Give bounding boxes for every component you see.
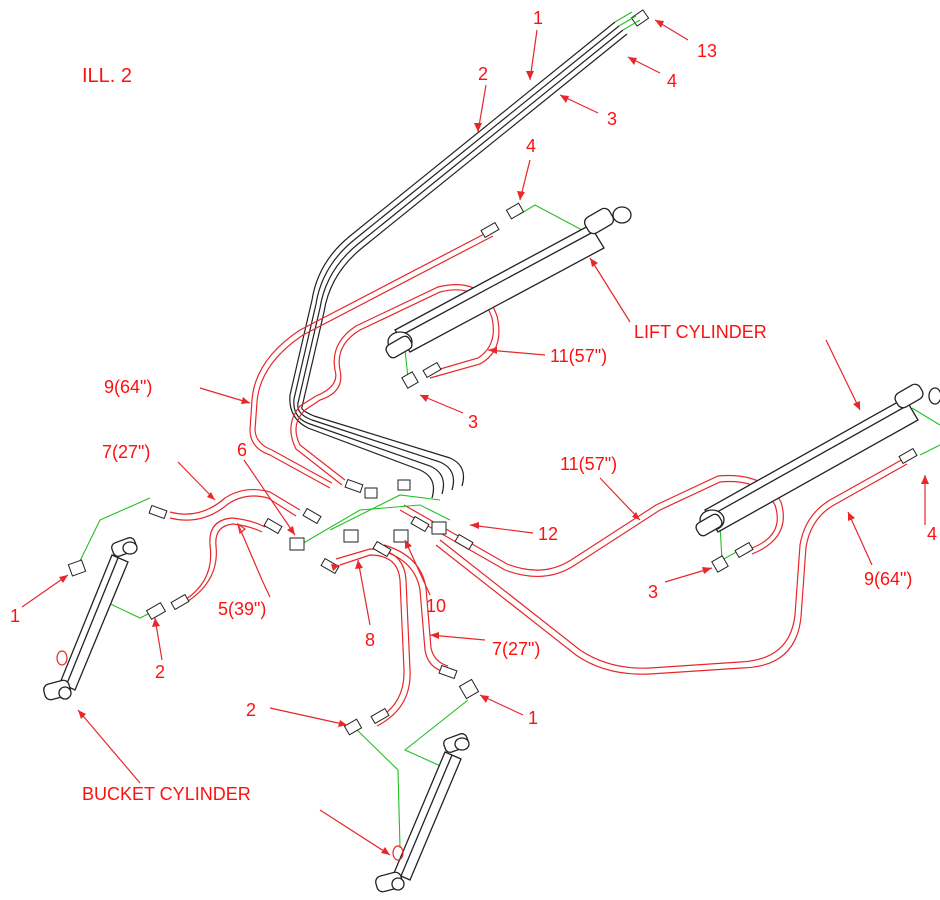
label-1-top: 1 [533, 8, 543, 28]
label-3-right: 3 [648, 582, 658, 602]
diagram-labels: ILL. 2 1 2 3 4 13 4 LIFT CYLINDER 11(57"… [10, 8, 937, 804]
label-4-top: 4 [667, 71, 677, 91]
label-2-top: 2 [478, 64, 488, 84]
label-11-mid: 11(57") [560, 454, 617, 474]
label-1-bottom: 1 [528, 708, 538, 728]
steel-tube-bundle [289, 9, 650, 499]
hydraulic-hoses [169, 230, 908, 727]
label-7-mid: 7(27") [492, 639, 540, 659]
label-11-upper: 11(57") [550, 346, 607, 366]
lift-cylinder-right [695, 383, 940, 537]
label-8: 8 [365, 630, 375, 650]
label-1-left: 1 [10, 606, 20, 626]
label-bucket-cylinder: BUCKET CYLINDER [82, 784, 251, 804]
label-4-lift: 4 [526, 136, 536, 156]
label-6: 6 [237, 440, 247, 460]
label-4-right: 4 [927, 524, 937, 544]
label-3-lift: 3 [468, 412, 478, 432]
label-2-left: 2 [155, 662, 165, 682]
label-3-top: 3 [607, 109, 617, 129]
label-2-bottom: 2 [246, 700, 256, 720]
lift-cylinder-upper [385, 206, 632, 359]
label-13: 13 [697, 41, 717, 61]
bucket-cylinder-left [43, 537, 138, 701]
leader-arrows [21, 19, 929, 856]
label-12: 12 [538, 524, 558, 544]
label-9-left: 9(64") [104, 377, 152, 397]
fittings [67, 202, 918, 736]
label-5: 5(39") [218, 599, 266, 619]
label-9-right: 9(64") [864, 569, 912, 589]
bucket-cylinder-bottom [375, 733, 470, 893]
label-10: 10 [426, 596, 446, 616]
label-lift-cylinder: LIFT CYLINDER [634, 322, 767, 342]
label-7-left: 7(27") [102, 442, 150, 462]
fitting-lines [77, 204, 940, 849]
illustration-title: ILL. 2 [82, 65, 132, 87]
